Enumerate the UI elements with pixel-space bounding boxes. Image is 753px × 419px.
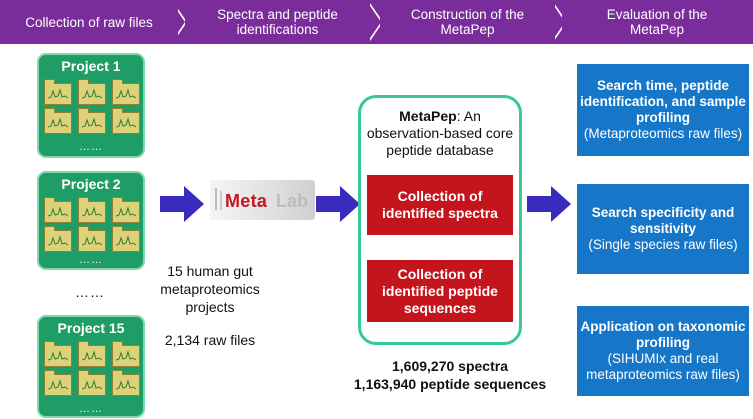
evaluation-title: Search time, peptide identification, and… (580, 78, 746, 125)
spectra-count: 1,609,270 spectra (392, 358, 508, 374)
project-card-1: Project 1 …… (37, 53, 145, 158)
raw-file-folder-icon (112, 79, 140, 105)
identified-peptides-box: Collection of identified peptide sequenc… (367, 260, 513, 322)
more-files-ellipsis: …… (79, 403, 103, 415)
raw-file-folder-icon (44, 79, 72, 105)
metalab-logo-mark-icon (215, 188, 222, 210)
projects-count-label: 15 human gut metaproteomics projects (160, 263, 260, 315)
raw-file-folder-icon (78, 226, 106, 252)
evaluation-subtitle: (Single species raw files) (588, 237, 738, 252)
right-arrow-icon (527, 186, 571, 222)
raw-file-folder-icon (44, 197, 72, 223)
raw-file-folder-icon (44, 108, 72, 134)
right-arrow-icon (316, 186, 360, 222)
raw-file-folder-icon (78, 370, 106, 396)
more-files-ellipsis: …… (79, 254, 103, 266)
more-files-ellipsis: …… (79, 141, 103, 153)
evaluation-title: Application on taxonomic profiling (580, 319, 746, 350)
metapep-name: MetaPep (399, 108, 457, 124)
raw-file-folder-icon (112, 197, 140, 223)
raw-file-folder-icon (44, 370, 72, 396)
project-title: Project 1 (61, 58, 121, 74)
raw-file-folder-icon (112, 341, 140, 367)
more-projects-ellipsis: …… (75, 284, 105, 300)
metalab-logo-lab: Lab (276, 191, 309, 211)
evaluation-box-search-time: Search time, peptide identification, and… (577, 64, 749, 156)
evaluation-title: Search specificity and sensitivity (591, 205, 735, 236)
right-arrow-icon (160, 186, 204, 222)
raw-file-folder-icon (78, 341, 106, 367)
evaluation-subtitle: (SIHUMIx and real metaproteomics raw fil… (586, 351, 740, 382)
project-card-15: Project 15 …… (37, 315, 145, 418)
raw-file-folder-icon (112, 226, 140, 252)
metapep-description: MetaPep: An observation-based core pepti… (361, 108, 519, 159)
metalab-logo-meta: Meta (225, 191, 268, 211)
raw-file-folder-icon (78, 79, 106, 105)
project-card-2: Project 2 …… (37, 171, 145, 270)
raw-file-folder-icon (44, 341, 72, 367)
project-title: Project 2 (61, 176, 121, 192)
metapep-description-text: : An observation-based core peptide data… (366, 108, 514, 158)
raw-files-count-label: 2,134 raw files (164, 332, 256, 348)
raw-file-folder-icon (112, 370, 140, 396)
raw-file-folder-icon (44, 226, 72, 252)
raw-file-folder-icon (112, 108, 140, 134)
metapep-database-box: MetaPep: An observation-based core pepti… (358, 95, 522, 345)
header-step-evaluation: Evaluation of the MetaPep (562, 0, 752, 44)
header-step-construction: Construction of the MetaPep (380, 0, 555, 44)
identified-spectra-box: Collection of identified spectra (367, 175, 513, 235)
raw-file-folder-icon (78, 197, 106, 223)
project-title: Project 15 (57, 320, 125, 336)
peptide-count: 1,163,940 peptide sequences (353, 376, 547, 392)
evaluation-box-taxonomic: Application on taxonomic profiling (SIHU… (577, 306, 749, 396)
evaluation-box-specificity: Search specificity and sensitivity (Sing… (577, 184, 749, 274)
evaluation-subtitle: (Metaproteomics raw files) (583, 126, 743, 141)
header-step-collection: Collection of raw files (0, 0, 178, 44)
raw-file-folder-icon (78, 108, 106, 134)
header-step-identification: Spectra and peptide identifications (185, 0, 370, 44)
metalab-logo: Meta Lab (210, 180, 315, 220)
